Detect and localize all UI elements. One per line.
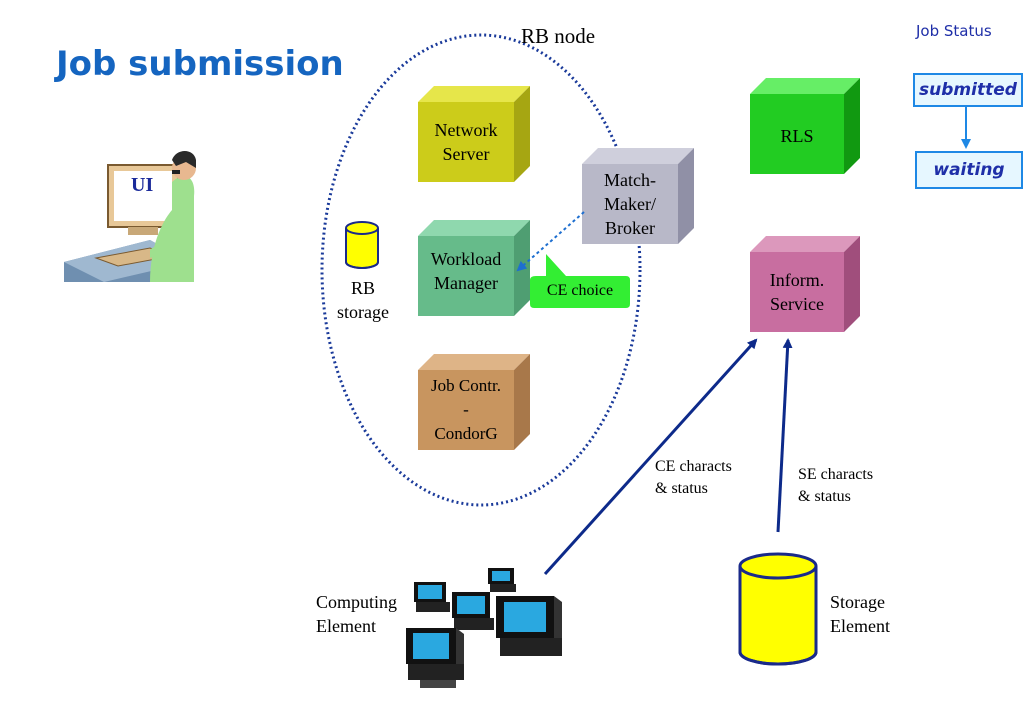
rls-box: [750, 78, 860, 174]
se-characts-arrow: [776, 338, 793, 533]
rb-storage-cylinder: [345, 221, 379, 269]
storage-element-cylinder: [738, 552, 818, 666]
inform-service-label: Inform. Service: [769, 270, 825, 314]
matchmaker-to-wm-arrow: [516, 211, 585, 272]
match-maker-box: [582, 148, 694, 244]
computing-element-label: Computing Element: [316, 592, 398, 636]
status-submitted: submitted: [913, 73, 1023, 107]
rb-node-boundary: [320, 33, 642, 507]
job-status-heading: Job Status: [916, 22, 992, 40]
storage-element-label: Storage Element: [830, 592, 890, 636]
ui-label: UI: [131, 174, 154, 196]
inform-service-box: [750, 236, 860, 332]
se-characts-label: SE characts & status: [798, 466, 874, 505]
computing-element-cluster: [406, 568, 562, 688]
ce-choice-label: CE choice: [546, 282, 614, 299]
ce-characts-arrow: [543, 338, 758, 576]
rb-node-label: RB node: [521, 24, 596, 48]
match-maker-label: Match- Maker/ Broker: [604, 170, 656, 238]
job-controller-box: [418, 354, 530, 450]
network-server-box: [418, 86, 530, 182]
job-controller-label: Job Contr. - CondorG: [431, 376, 501, 443]
ce-characts-label: CE characts & status: [655, 458, 732, 497]
status-waiting: waiting: [915, 151, 1023, 189]
rls-label: RLS: [780, 126, 814, 146]
page-title: Job submission: [56, 44, 344, 84]
network-server-label: Network Server: [434, 120, 498, 164]
workload-manager-label: Workload Manager: [430, 249, 502, 293]
ce-choice-callout: [530, 254, 630, 308]
rb-storage-label: RB storage: [337, 278, 389, 322]
workload-manager-box: [418, 220, 530, 316]
ui-workstation-illustration: [64, 151, 196, 282]
